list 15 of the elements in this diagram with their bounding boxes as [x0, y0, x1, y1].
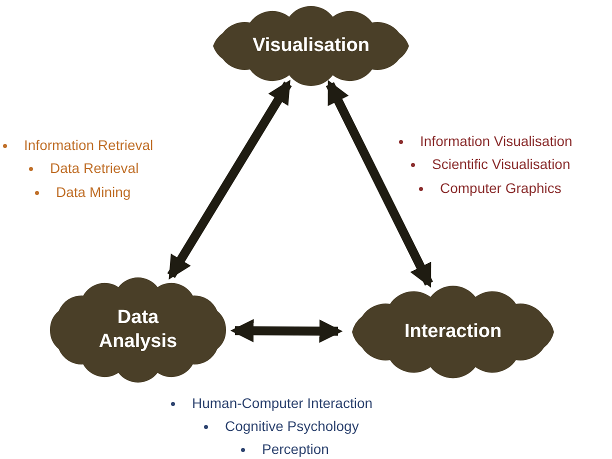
bullet-item: Information Retrieval: [2, 137, 154, 153]
bullet-item: Human-Computer Interaction: [170, 395, 373, 411]
bullet-item: Cognitive Psychology: [203, 418, 359, 434]
bullet-item: Computer Graphics: [418, 180, 562, 196]
bullet-item: Information Visualisation: [398, 133, 572, 149]
double-arrow: [326, 80, 433, 288]
bullet-item: Scientific Visualisation: [410, 156, 570, 172]
cloud-label: Visualisation: [252, 34, 370, 58]
double-arrow: [230, 319, 343, 343]
bullet-item: Data Retrieval: [28, 160, 139, 176]
bullet-item: Data Mining: [34, 184, 131, 200]
bullet-item: Perception: [240, 441, 329, 457]
double-arrow: [167, 80, 292, 280]
cloud-label: Data Analysis: [98, 306, 178, 354]
cloud-label: Interaction: [403, 320, 503, 344]
